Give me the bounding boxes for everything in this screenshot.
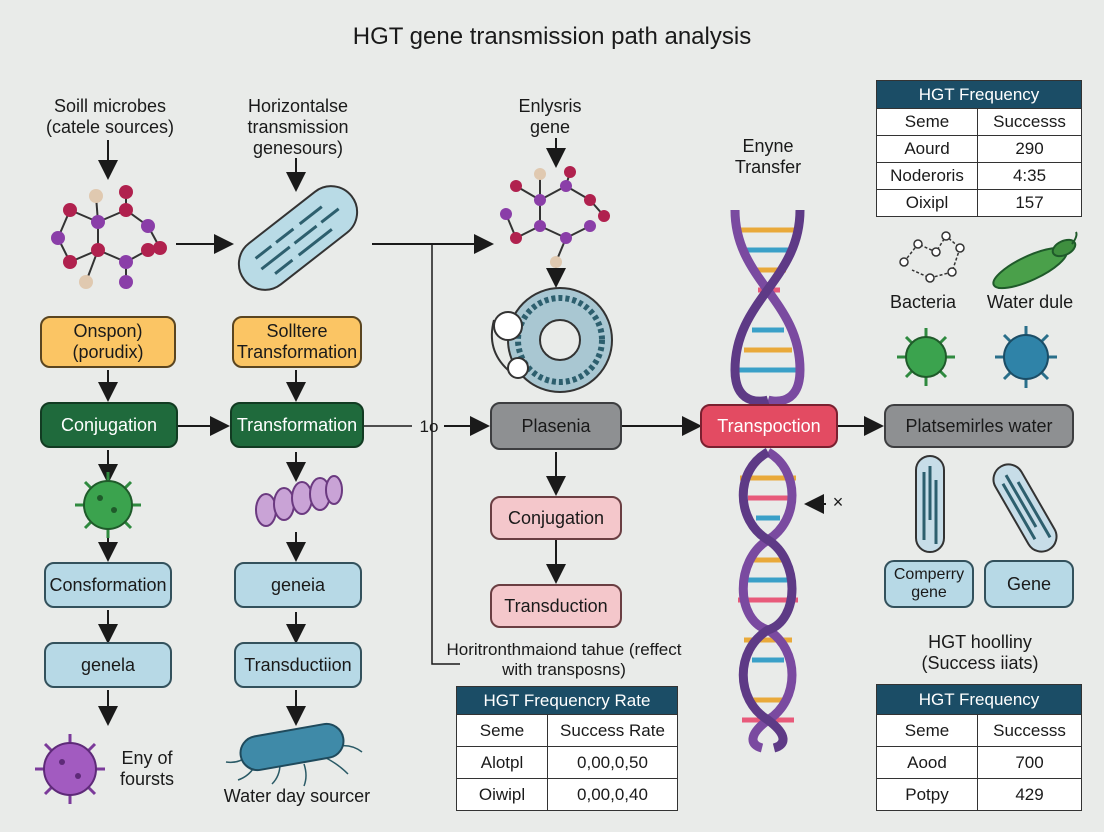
- bracket-lines: [362, 244, 460, 665]
- step-box-transformation[interactable]: Transformation: [230, 402, 364, 448]
- virus-illustration-green: [75, 472, 141, 538]
- molecule-illustration-2: [500, 166, 610, 268]
- table-cell: 290: [977, 135, 1082, 163]
- table-header: Seme: [876, 714, 978, 747]
- col2-arrows: [286, 138, 884, 726]
- dna-helix-illustration: [730, 209, 826, 753]
- table-cell: Potpy: [876, 778, 978, 811]
- table-cell: 429: [977, 778, 1082, 811]
- source-label-soil-microbes: Soill microbes (catele sources): [45, 96, 175, 137]
- table-header: Successs: [977, 714, 1082, 747]
- step-box-platsemirles-water[interactable]: Platsemirles water: [884, 404, 1074, 448]
- exclusion-mark: ×: [832, 492, 844, 512]
- rod-bacterium-illustration: [237, 185, 359, 291]
- label-enyne-transfer: Enyne Transfer: [734, 136, 802, 177]
- table-cell: 0,00,0,40: [547, 778, 678, 811]
- table-header: Successs: [977, 108, 1082, 136]
- table-cell: Oiwipl: [456, 778, 548, 811]
- coil-illustration: [255, 475, 343, 527]
- virus-illustration-purple: [35, 734, 105, 804]
- step-box-geneia[interactable]: geneia: [234, 562, 362, 608]
- page-title: HGT gene transmission path analysis: [352, 23, 752, 50]
- step-box-transductiion[interactable]: Transductiion: [234, 642, 362, 688]
- table-cell: 157: [977, 189, 1082, 217]
- step-box-transduction[interactable]: Transduction: [490, 584, 622, 628]
- source-label-horizontal-transmission: Horizontalse transmission genesours): [247, 96, 349, 158]
- note-horitronthmaiond: Horitronthmaiond tahue (reffect with tra…: [446, 640, 682, 679]
- table-cell: 0,00,0,50: [547, 746, 678, 779]
- virus-illustration-green-2: [897, 328, 955, 386]
- table-header: Seme: [876, 108, 978, 136]
- tag-comperry-gene[interactable]: Comperry gene: [884, 560, 974, 608]
- bacterium-illustration-blue: [225, 722, 363, 787]
- arrow-label: 1o: [419, 417, 439, 436]
- molecule-illustration-1: [51, 185, 167, 289]
- table-cell: 4:35: [977, 162, 1082, 190]
- note-hgt-hoolliny: HGT hoolliny (Success iiats): [921, 632, 1039, 673]
- virus-illustration-blue: [995, 326, 1057, 388]
- step-box-conjugation-1[interactable]: Conjugation: [40, 402, 178, 448]
- step-box-plasenia[interactable]: Plasenia: [490, 402, 622, 450]
- table-cell: Oixipl: [876, 189, 978, 217]
- tag-gene[interactable]: Gene: [984, 560, 1074, 608]
- end-label-eny-of-foursts: Eny of foursts: [119, 748, 175, 789]
- label-water-dule: Water dule: [986, 292, 1074, 312]
- table-header: Seme: [456, 714, 548, 747]
- table-cell: Noderoris: [876, 162, 978, 190]
- table-cell: 700: [977, 746, 1082, 779]
- step-box-solltere-transformation[interactable]: Solltere Transformation: [232, 316, 362, 368]
- label-bacteria: Bacteria: [889, 292, 957, 312]
- table-title: HGT Frequency: [876, 80, 1082, 109]
- table-title: HGT Frequency: [876, 684, 1082, 715]
- source-label-enlysris-gene: Enlysris gene: [518, 96, 582, 137]
- end-label-water-day-sourcer: Water day sourcer: [223, 786, 371, 806]
- table-title: HGT Frequencry Rate: [456, 686, 678, 715]
- table-cell: Aourd: [876, 135, 978, 163]
- step-box-onspon[interactable]: Onspon) (porudix): [40, 316, 176, 368]
- table-cell: Alotpl: [456, 746, 548, 779]
- bacteria-network-illustration: [899, 231, 965, 283]
- plasmid-ring-illustration: [490, 287, 613, 393]
- step-box-genela[interactable]: genela: [44, 642, 172, 688]
- rod-bacteria-pair-illustration: [915, 455, 1058, 553]
- step-box-consformation[interactable]: Consformation: [44, 562, 172, 608]
- table-header: Success Rate: [547, 714, 678, 747]
- table-cell: Aood: [876, 746, 978, 779]
- step-box-conjugation-2[interactable]: Conjugation: [490, 496, 622, 540]
- step-box-transpoction[interactable]: Transpoction: [700, 404, 838, 448]
- water-organism-illustration: [992, 231, 1078, 290]
